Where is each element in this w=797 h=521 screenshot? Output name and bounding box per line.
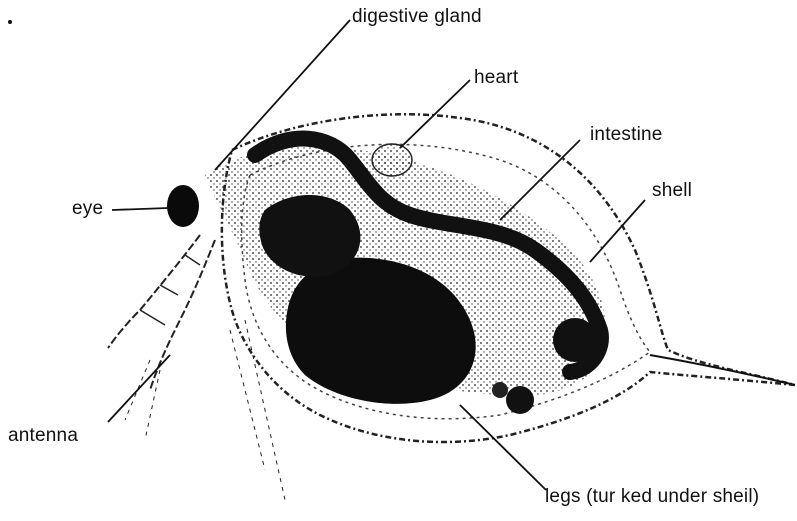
leader-legs bbox=[460, 405, 546, 490]
label-antenna: antenna bbox=[8, 425, 78, 447]
tail-spine bbox=[650, 355, 795, 385]
label-digestive-gland: digestive gland bbox=[352, 6, 482, 28]
leg-mass bbox=[506, 386, 534, 414]
leader-antenna bbox=[108, 355, 170, 422]
leader-intestine bbox=[500, 140, 580, 220]
hindgut-loop bbox=[553, 318, 597, 362]
heart-organ bbox=[372, 144, 412, 176]
label-eye: eye bbox=[72, 198, 103, 220]
stray-dot bbox=[8, 20, 12, 24]
label-heart: heart bbox=[474, 67, 518, 89]
leader-eye bbox=[112, 208, 168, 210]
leg-mass-small bbox=[492, 382, 508, 398]
compound-eye bbox=[167, 185, 199, 227]
label-legs: legs (tur ked under sheil) bbox=[545, 486, 759, 508]
label-shell: shell bbox=[652, 180, 692, 202]
label-intestine: intestine bbox=[590, 124, 663, 146]
